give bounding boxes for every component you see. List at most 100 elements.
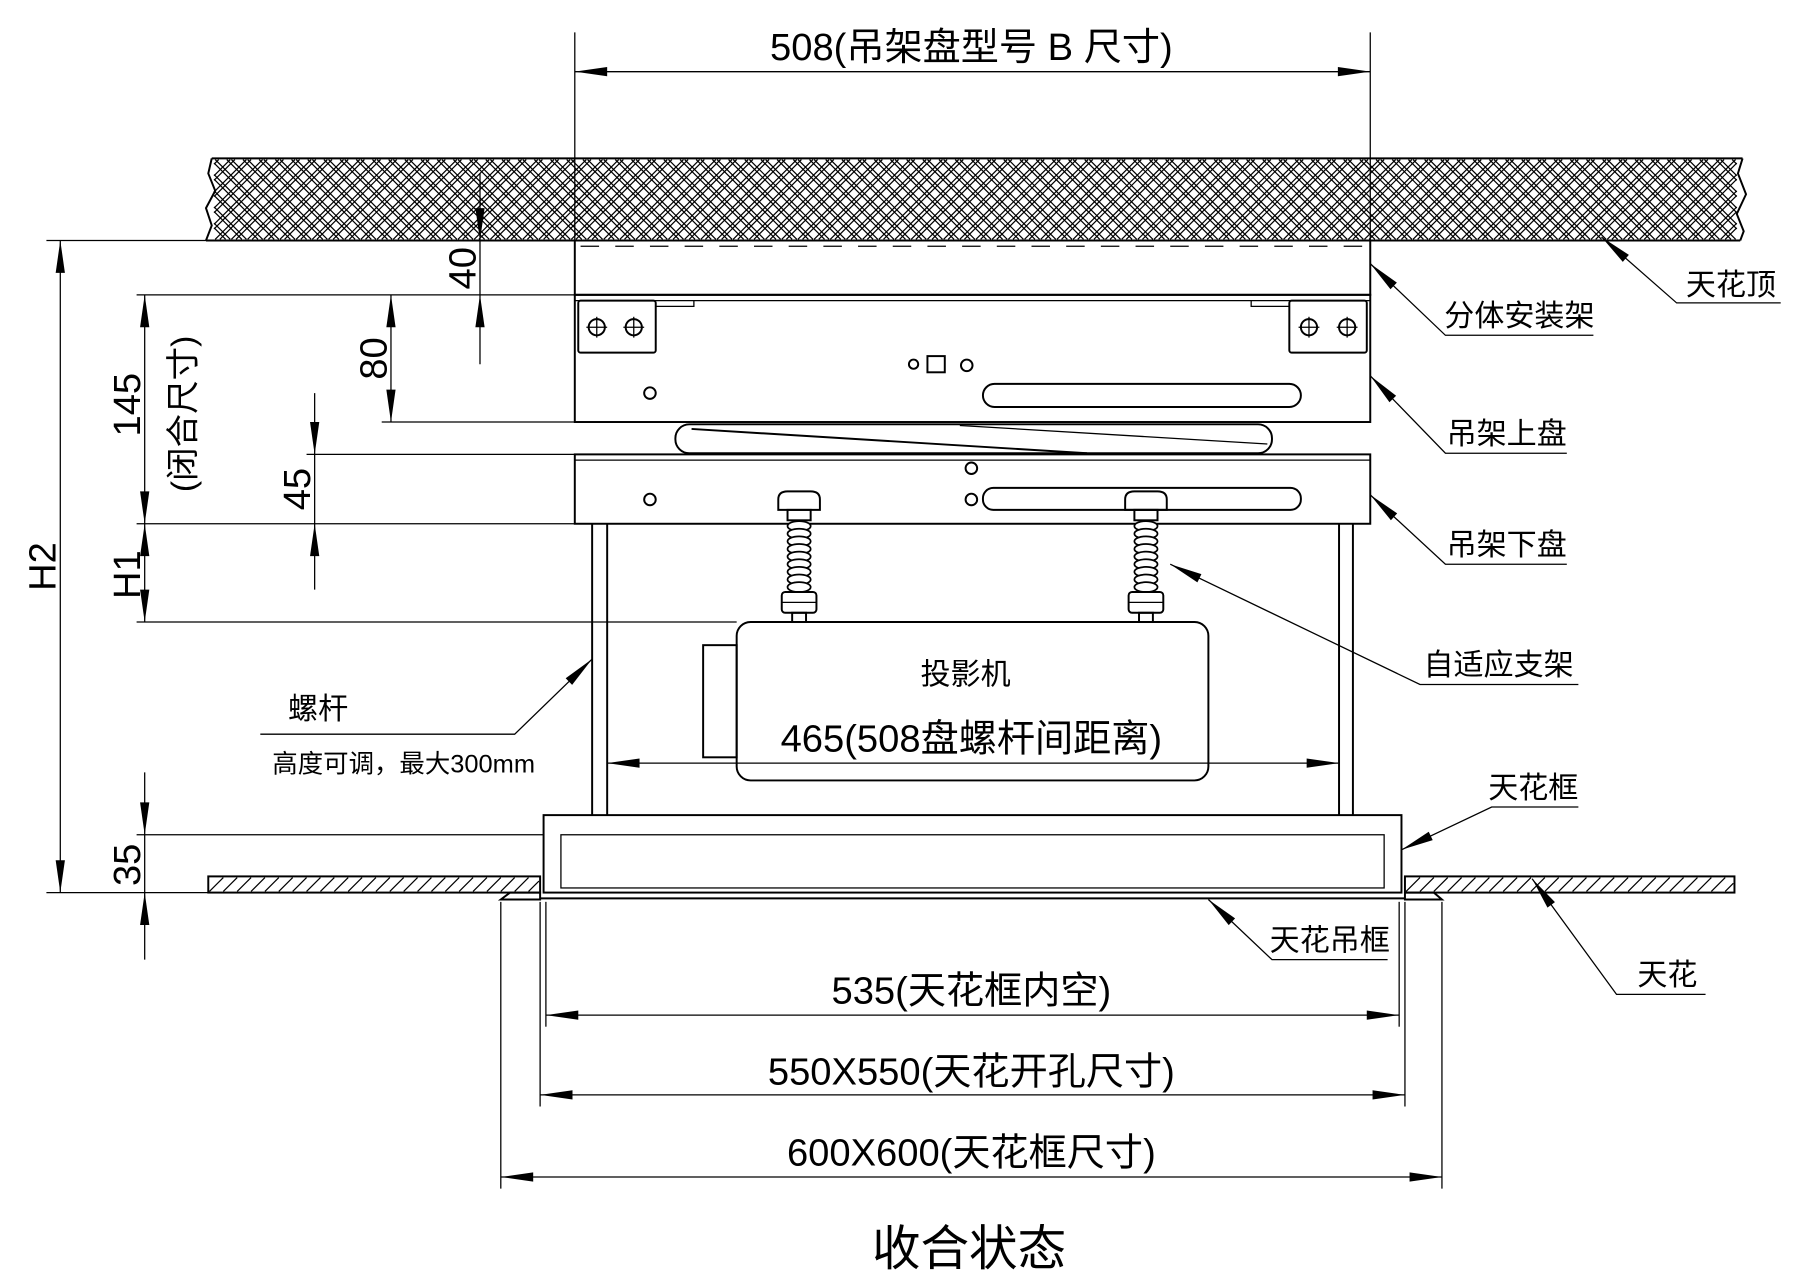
leader-ceiling — [1531, 878, 1706, 995]
split-mount-bracket — [573, 239, 1372, 296]
hatch-line — [213, 159, 236, 181]
upper-plate-slot — [981, 382, 1302, 408]
hatch-line — [1234, 159, 1316, 240]
closed-height-dimension: 145 — [106, 373, 149, 437]
hatch-line — [1477, 159, 1558, 240]
hatch-line — [409, 159, 490, 240]
hatch-line — [392, 159, 474, 240]
h2-dimension: H2 — [22, 542, 65, 591]
hatch-line — [375, 877, 391, 892]
hatch-line — [721, 159, 802, 240]
label-adaptive-bracket: 自适应支架 — [1423, 649, 1573, 682]
plate-hole — [643, 492, 657, 507]
hatch-line — [575, 159, 657, 240]
hatch-line — [1579, 159, 1660, 240]
hatch-line — [263, 159, 344, 240]
screw-rod-note: 高度可调，最大300mm — [272, 750, 535, 778]
ceiling-hatch — [1405, 877, 1734, 892]
hatch-line — [1380, 159, 1461, 240]
hatch-line — [222, 877, 238, 892]
hatch-line — [785, 159, 867, 240]
label-ceiling-hanging-frame: 天花吊框 — [1270, 924, 1390, 957]
hatch-line — [1461, 877, 1476, 892]
hatch-line — [425, 159, 506, 240]
hatch-line — [1720, 222, 1738, 240]
hatch-line — [209, 877, 224, 892]
hatch-line — [700, 159, 782, 240]
hatch-line — [570, 159, 652, 240]
hatch-line — [510, 159, 592, 240]
dimension-arrowhead — [1337, 67, 1371, 77]
hatch-line — [1703, 206, 1738, 240]
hatch-line — [1465, 159, 1547, 240]
hatch-line — [1299, 159, 1380, 240]
hatch-line — [1283, 159, 1364, 240]
dimension-arrowhead — [475, 208, 485, 241]
hatch-line — [1401, 159, 1482, 240]
hatch-line — [1142, 159, 1223, 240]
hatch-line — [591, 159, 673, 240]
hatch-line — [213, 194, 259, 240]
hatch-line — [1475, 877, 1490, 892]
hatch-line — [1040, 159, 1121, 240]
hatch-line — [607, 159, 689, 240]
leader-split-mount — [1369, 263, 1594, 336]
hatch-line — [213, 159, 252, 197]
hatch-line — [213, 159, 264, 209]
hatch-line — [526, 159, 608, 240]
part-labels: 天花顶 分体安装架 吊架上盘 吊架下盘 自适应支架 天花框 天花吊框 天花 螺杆… — [272, 269, 1776, 992]
leader-arrowhead — [1370, 375, 1397, 403]
dimension-arrowheads — [55, 67, 1442, 1182]
hatch-line — [1683, 877, 1698, 892]
ceiling-hanging-frame — [497, 891, 1445, 901]
leader-arrowhead — [1401, 831, 1433, 850]
bolt-collar — [1133, 508, 1159, 522]
hatch-line — [1606, 159, 1688, 240]
leader-ceiling-top — [1601, 236, 1781, 304]
hatch-line — [1699, 159, 1738, 197]
hatch-line — [813, 159, 895, 240]
hatch-line — [1525, 159, 1607, 240]
hatch-line — [1514, 159, 1595, 240]
hatch-line — [1669, 877, 1685, 892]
dimension-45: 45 — [276, 468, 319, 510]
hatch-line — [348, 159, 430, 240]
label-upper-plate: 吊架上盘 — [1447, 418, 1567, 451]
projector-label: 投影机 — [921, 658, 1011, 691]
hatch-line — [278, 877, 294, 892]
hatch-line — [1331, 159, 1413, 240]
hatch-line — [1012, 159, 1094, 240]
hatch-line — [522, 159, 603, 240]
hatch-line — [1077, 159, 1158, 240]
dimension-arrowhead — [310, 523, 320, 557]
hatch-line — [1028, 159, 1110, 240]
hatch-line — [915, 159, 997, 240]
closed-height-note: (闭合尺寸) — [165, 336, 202, 492]
hatch-line — [1444, 159, 1526, 240]
hatch-line — [797, 159, 879, 240]
hatch-line — [316, 159, 398, 240]
hatch-line — [1320, 159, 1401, 240]
dimension-35: 35 — [106, 844, 149, 886]
hatch-line — [1364, 159, 1445, 240]
plate-hole — [964, 492, 979, 507]
bolt-head — [1124, 490, 1168, 511]
hatch-line — [910, 159, 992, 240]
hatch-line — [1572, 877, 1587, 892]
hatch-line — [651, 159, 733, 240]
hatch-line — [347, 877, 363, 892]
hatch-line — [1627, 877, 1643, 892]
projector-lens — [702, 644, 738, 759]
hatch-line — [1315, 159, 1397, 240]
upper-plate — [573, 293, 1372, 423]
hanging-frame-right-flange — [1403, 891, 1445, 901]
hatch-line — [300, 159, 381, 240]
hatch-line — [1595, 159, 1676, 240]
hatch-line — [213, 159, 284, 230]
spring-coil-stack — [1133, 520, 1159, 593]
hatch-line — [1590, 159, 1672, 240]
nut-stem — [791, 611, 808, 624]
hatch-line — [1516, 877, 1532, 892]
hatch-line — [306, 877, 321, 892]
